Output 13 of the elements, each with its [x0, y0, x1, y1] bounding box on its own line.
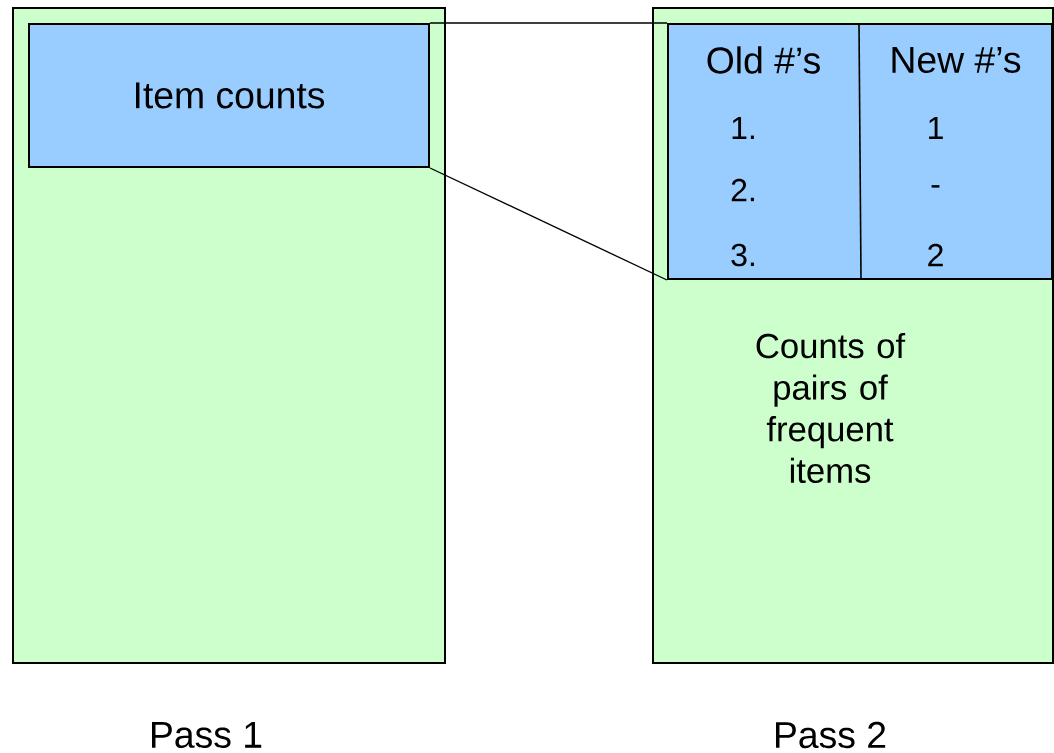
box-label: Counts of pairs of frequent items	[756, 332, 906, 484]
table-cell: 2	[928, 243, 943, 267]
column-header: Old #’s	[707, 46, 820, 74]
table-cell: 3.	[731, 243, 754, 267]
connector-line	[429, 22, 668, 24]
pass-label: Pass 2	[776, 721, 886, 749]
counts-box: Item counts	[28, 23, 430, 168]
pass-label: Pass 1	[152, 722, 262, 748]
column-header: New #’s	[892, 47, 1021, 73]
table-cell: 1.	[732, 117, 754, 139]
table-cell: -	[931, 185, 940, 188]
table-cell: 1	[929, 117, 943, 139]
table-cell: 2.	[731, 178, 754, 202]
